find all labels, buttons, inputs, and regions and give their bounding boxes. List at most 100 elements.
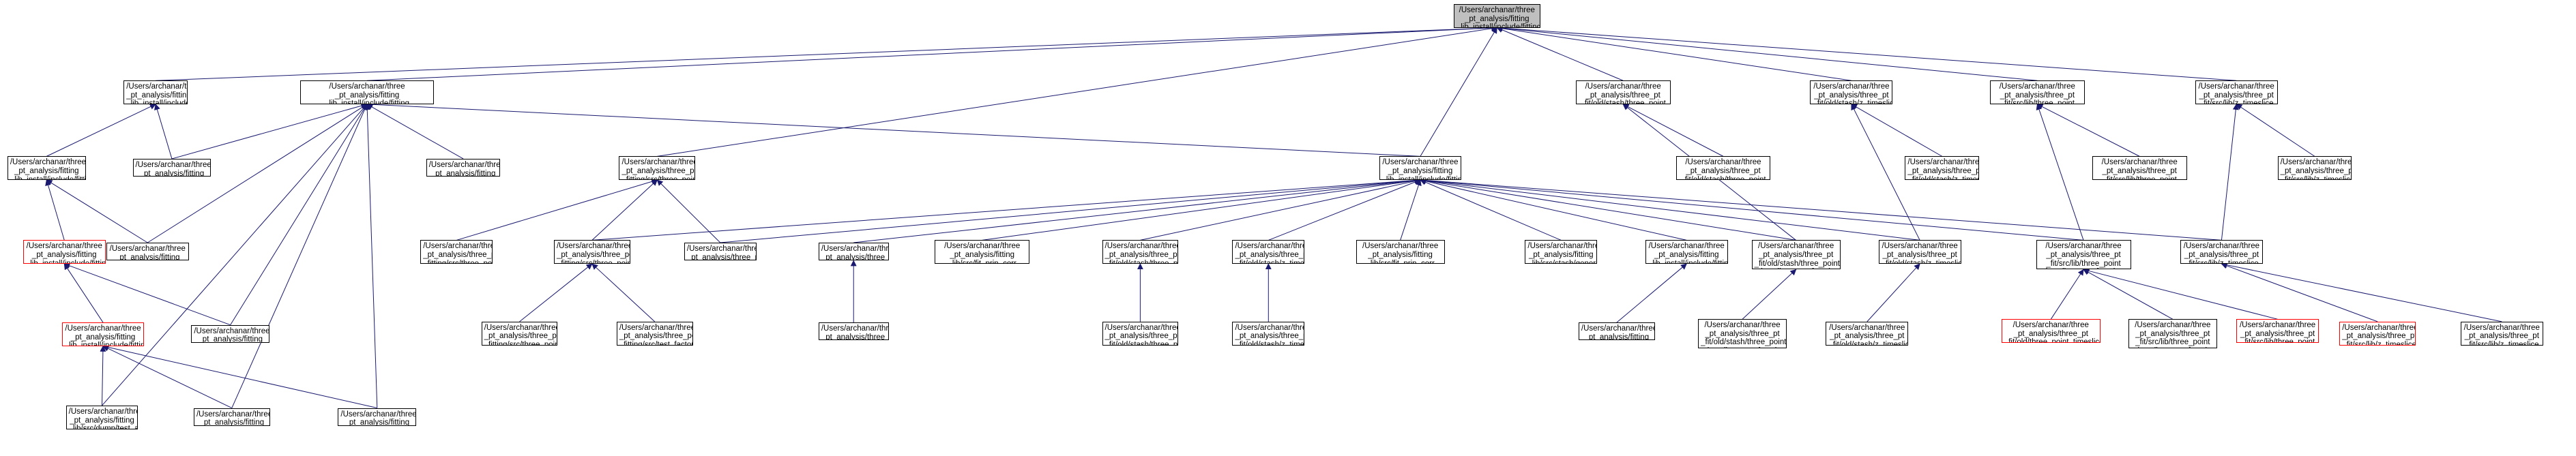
include-edge <box>2036 104 2084 241</box>
file-node-old-z-fact-h[interactable]: /Users/archanar/three _pt_analysis/three… <box>1878 240 1961 264</box>
include-edge <box>591 177 1421 241</box>
include-edge <box>100 345 106 406</box>
file-node-prin-corr-old[interactable]: /Users/archanar/three _pt_analysis/fitti… <box>935 240 1030 264</box>
include-edge <box>656 179 721 243</box>
file-node-lib-z-fact-h[interactable]: /Users/archanar/three _pt_analysis/three… <box>2180 240 2263 264</box>
file-node-chisq-h[interactable]: /Users/archanar/three _pt_analysis/fitti… <box>123 80 188 104</box>
include-edge <box>1496 25 2038 81</box>
include-edge <box>63 263 104 323</box>
include-edge <box>519 263 593 322</box>
file-node-ts-fitting-h[interactable]: /Users/archanar/three _pt_analysis/fitti… <box>1645 240 1728 264</box>
file-node-lib-tp-corr-cc[interactable]: /Users/archanar/three _pt_analysis/three… <box>2092 156 2187 180</box>
file-node-lib-tp-corr-fact-cc[interactable]: /Users/archanar/three _pt_analysis/three… <box>2128 319 2217 349</box>
include-edge <box>102 104 368 406</box>
include-edge <box>171 102 368 159</box>
file-node-tp-test-factory[interactable]: /Users/archanar/three _pt_analysis/three… <box>616 321 693 346</box>
include-edge <box>1420 177 1796 241</box>
file-node-generic-filter[interactable]: /Users/archanar/three _pt_analysis/fitti… <box>1525 240 1598 264</box>
file-node-old-tp-fitting-cc[interactable]: /Users/archanar/three _pt_analysis/three… <box>1102 321 1179 346</box>
include-edge <box>366 25 1498 81</box>
file-node-ts-factory-h[interactable]: /Users/archanar/three _pt_analysis/fitti… <box>1379 156 1462 180</box>
file-node-dump-avg[interactable]: /Users/archanar/three _pt_analysis/fitti… <box>65 405 138 429</box>
file-node-test-minuit[interactable]: /Users/archanar/three _pt_analysis/fitti… <box>106 243 189 261</box>
include-edge <box>1420 27 1497 157</box>
file-node-old-z-fitting-cc[interactable]: /Users/archanar/three _pt_analysis/three… <box>1232 321 1305 346</box>
file-node-old-tp-corr-h[interactable]: /Users/archanar/three _pt_analysis/three… <box>1575 80 1671 104</box>
file-node-ensem-filter-h[interactable]: /Users/archanar/three _pt_analysis/fitti… <box>61 322 145 346</box>
file-node-old-tp-fitting-h[interactable]: /Users/archanar/three _pt_analysis/three… <box>1102 240 1179 264</box>
include-edge <box>1851 104 1920 241</box>
include-edge <box>2083 269 2174 320</box>
include-edge <box>1268 179 1421 241</box>
file-node-test-functions[interactable]: /Users/archanar/three _pt_analysis/fitti… <box>426 158 501 177</box>
file-node-prin-corr-working[interactable]: /Users/archanar/three _pt_analysis/fitti… <box>1356 240 1445 264</box>
include-edge <box>2036 104 2140 157</box>
include-edge <box>2221 262 2502 322</box>
file-node-old-tp-corr-fact-h[interactable]: /Users/archanar/three _pt_analysis/three… <box>1751 240 1841 270</box>
include-edge <box>63 262 231 326</box>
file-node-lib-z-fact-cc[interactable]: /Users/archanar/three _pt_analysis/three… <box>2460 321 2543 346</box>
file-node-old-z-fitting-h[interactable]: /Users/archanar/three _pt_analysis/three… <box>1232 240 1305 264</box>
include-edge <box>853 177 1421 243</box>
include-edge <box>982 177 1421 241</box>
include-edge <box>230 104 368 325</box>
include-edge <box>1420 178 1687 241</box>
include-edge <box>2221 104 2239 241</box>
file-node-old-cc[interactable]: /Users/archanar/three _pt_analysis/three… <box>818 322 889 341</box>
include-edge <box>156 25 1498 81</box>
file-node-old-z-funcs-cc[interactable]: /Users/archanar/three _pt_analysis/three… <box>1905 156 1980 180</box>
file-node-root[interactable]: /Users/archanar/three _pt_analysis/fitti… <box>1453 3 1540 28</box>
include-edge <box>231 104 368 408</box>
file-node-tp-factory-cc[interactable]: /Users/archanar/three _pt_analysis/three… <box>481 321 558 346</box>
include-edge <box>366 101 1420 157</box>
file-node-tp-factory-h[interactable]: /Users/archanar/three _pt_analysis/three… <box>553 240 630 264</box>
include-edge <box>1742 269 1797 320</box>
include-edge <box>1622 104 1724 157</box>
file-node-lib-z-funcs-cc[interactable]: /Users/archanar/three _pt_analysis/three… <box>2277 156 2352 180</box>
file-node-test-fit-sel[interactable]: /Users/archanar/three _pt_analysis/fitti… <box>338 408 417 426</box>
file-node-old-z-funcs-h[interactable]: /Users/archanar/three _pt_analysis/three… <box>1810 80 1893 104</box>
file-node-old-tp-corr-fact-cc[interactable]: /Users/archanar/three _pt_analysis/three… <box>1698 319 1787 349</box>
file-node-test-chisq[interactable]: /Users/archanar/three _pt_analysis/fitti… <box>132 158 211 177</box>
file-node-lib-tp-corr-fact-h[interactable]: /Users/archanar/three _pt_analysis/three… <box>2036 240 2131 270</box>
file-node-test-ensem[interactable]: /Users/archanar/three _pt_analysis/fitti… <box>193 408 270 426</box>
include-edge <box>45 179 65 241</box>
file-node-old-tp-fitting-red[interactable]: /Users/archanar/three _pt_analysis/three… <box>2001 319 2101 343</box>
include-edge <box>591 179 658 241</box>
include-edge <box>46 104 156 157</box>
file-node-lib-tp-corr-h[interactable]: /Users/archanar/three _pt_analysis/three… <box>1989 80 2085 104</box>
file-node-tp-basic[interactable]: /Users/archanar/three _pt_analysis/three… <box>684 243 757 261</box>
file-node-corr-funcs-h[interactable]: /Users/archanar/three _pt_analysis/fitti… <box>299 80 435 104</box>
include-edge <box>1616 263 1687 323</box>
include-edge <box>1496 27 1624 81</box>
include-edge <box>102 344 377 409</box>
file-node-minuit-fit-h[interactable]: /Users/archanar/three _pt_analysis/fitti… <box>7 156 86 180</box>
file-node-prin-corr-cc[interactable]: /Users/archanar/three _pt_analysis/fitti… <box>1578 322 1655 341</box>
include-edge <box>366 104 464 159</box>
include-edge <box>1420 177 2084 241</box>
include-edge <box>657 25 1498 157</box>
file-node-avg-filter-h[interactable]: /Users/archanar/three _pt_analysis/fitti… <box>23 240 106 264</box>
include-edge <box>591 263 656 322</box>
file-node-tp-functions-cc[interactable]: /Users/archanar/three _pt_analysis/three… <box>420 240 493 264</box>
include-edge <box>1851 104 1943 157</box>
file-node-tp-functions-h[interactable]: /Users/archanar/three _pt_analysis/three… <box>619 156 696 180</box>
file-node-lib-z-funcs-h[interactable]: /Users/archanar/three _pt_analysis/three… <box>2195 80 2278 104</box>
file-node-test-avg-filter[interactable]: /Users/archanar/three _pt_analysis/fitti… <box>191 324 270 343</box>
include-edge <box>147 104 368 243</box>
include-edge <box>1420 179 1562 241</box>
include-edge <box>2083 268 2278 320</box>
file-node-old-h[interactable]: /Users/archanar/three _pt_analysis/three… <box>818 243 889 261</box>
include-edge <box>2050 269 2084 320</box>
include-edge <box>102 346 233 408</box>
file-node-old-tp-corr-cc[interactable]: /Users/archanar/three _pt_analysis/three… <box>1675 156 1771 180</box>
file-node-lib-tp-fitting-red[interactable]: /Users/archanar/three _pt_analysis/three… <box>2236 319 2319 343</box>
include-edge <box>364 104 378 408</box>
include-edge <box>1420 177 1920 241</box>
file-node-old-z-fact-cc[interactable]: /Users/archanar/three _pt_analysis/three… <box>1826 321 1909 346</box>
file-node-lib-z-fitting-red[interactable]: /Users/archanar/three _pt_analysis/three… <box>2339 321 2416 346</box>
include-edge <box>456 179 658 241</box>
include-edge <box>46 179 148 243</box>
